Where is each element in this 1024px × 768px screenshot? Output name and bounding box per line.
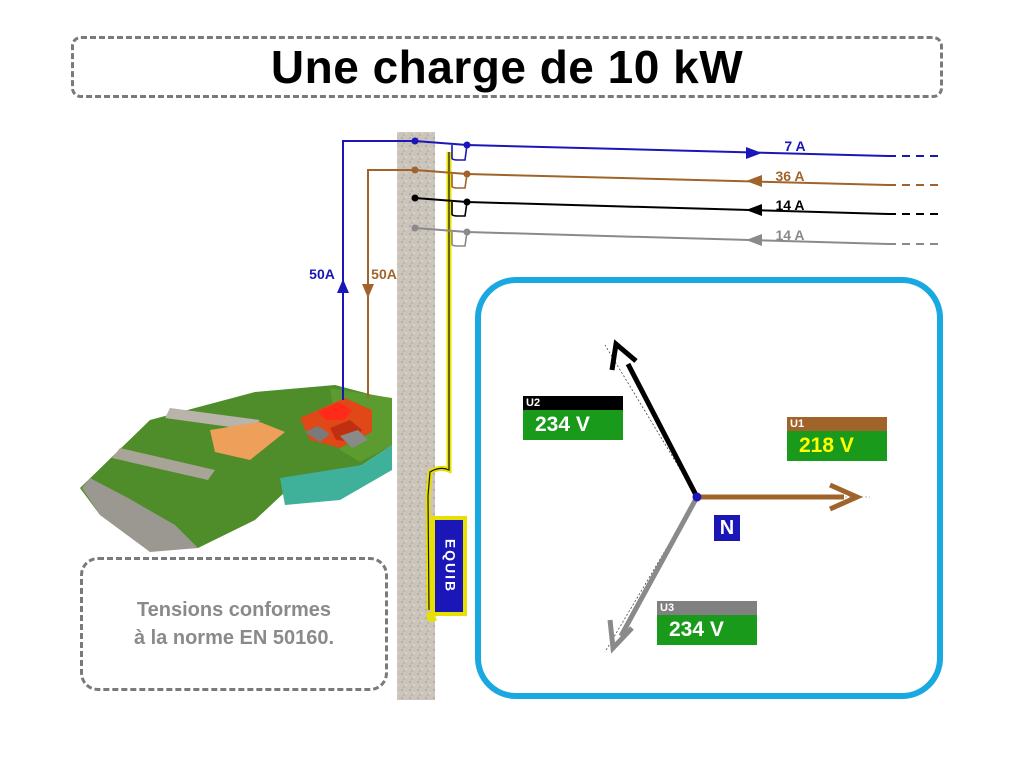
device-label: EQUIB <box>442 539 458 593</box>
neutral-label: N <box>714 515 740 541</box>
neutral-point <box>692 492 702 502</box>
arrow-right-icon <box>746 147 762 159</box>
arrow-left-icon <box>746 234 762 246</box>
current-label-brown: 36 A <box>775 168 804 184</box>
arrow-up-icon <box>337 279 349 293</box>
phasor-u3 <box>618 495 700 638</box>
current-label-grey: 14 A <box>775 227 804 243</box>
phasor-diagram <box>604 339 870 654</box>
voltage-label-u2: U2 <box>523 396 623 410</box>
voltage-value-u2: 234 V <box>523 410 623 440</box>
voltage-label-u3: U3 <box>657 601 757 615</box>
arrow-down-icon <box>362 284 374 298</box>
diagram-title: Une charge de 10 kW <box>270 41 744 93</box>
branch-current-brown: 50A <box>371 266 397 282</box>
note-box: Tensions conformes à la norme EN 50160. <box>80 557 388 691</box>
voltage-label-u1: U1 <box>787 417 887 431</box>
line-grey <box>411 224 940 247</box>
arrow-left-icon <box>746 175 762 187</box>
line-brown <box>362 166 940 398</box>
terrain-illustration <box>80 385 392 552</box>
arrow-left-icon <box>746 204 762 216</box>
branch-current-blue: 50A <box>309 266 335 282</box>
line-black <box>411 194 940 217</box>
current-label-black: 14 A <box>775 197 804 213</box>
phasor-panel <box>475 277 943 699</box>
voltage-box-u1: U1 218 V <box>787 417 887 461</box>
phasor-u2 <box>625 362 700 499</box>
voltage-box-u3: U3 234 V <box>657 601 757 645</box>
voltage-value-u3: 234 V <box>657 615 757 645</box>
voltage-box-u2: U2 234 V <box>523 396 623 440</box>
title-box: Une charge de 10 kW <box>71 36 943 98</box>
voltage-value-u1: 218 V <box>787 431 887 461</box>
equib-device: EQUIB <box>431 516 467 616</box>
current-label-blue: 7 A <box>784 138 805 154</box>
line-blue <box>337 137 940 400</box>
compliance-note: Tensions conformes à la norme EN 50160. <box>133 599 335 649</box>
